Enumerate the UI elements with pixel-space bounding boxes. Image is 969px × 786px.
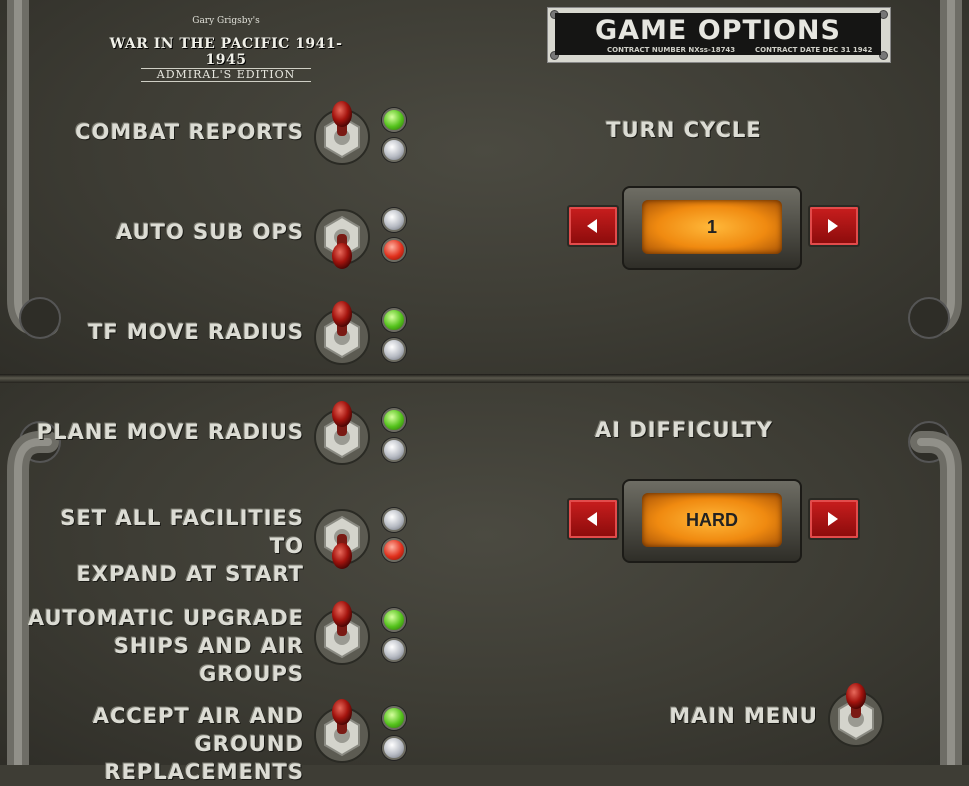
indicator-lamp-top xyxy=(382,508,406,532)
logo-edition: ADMIRAL'S EDITION xyxy=(141,68,311,82)
indicator-lamp-bottom xyxy=(382,238,406,262)
option-toggle-switch[interactable] xyxy=(312,200,372,270)
arrow-left-icon xyxy=(587,219,597,233)
option-label: AUTO SUB OPS xyxy=(20,218,304,246)
indicator-lamp-top xyxy=(382,208,406,232)
option-label-line1: COMBAT REPORTS xyxy=(75,120,304,144)
main-menu-toggle[interactable] xyxy=(826,682,886,752)
option-toggle-switch[interactable] xyxy=(312,100,372,170)
indicator-lamp-bottom xyxy=(382,736,406,760)
turn-cycle-value: 1 xyxy=(642,200,782,254)
option-label: AUTOMATIC UPGRADE SHIPS AND AIR GROUPS xyxy=(20,604,304,688)
option-label: TF MOVE RADIUS xyxy=(20,318,304,346)
contract-number: CONTRACT NUMBER NXss-18743 xyxy=(607,46,736,54)
option-label-line1: AUTO SUB OPS xyxy=(115,220,304,244)
bottom-panel xyxy=(0,382,969,765)
option-toggle-switch[interactable] xyxy=(312,400,372,470)
option-label: ACCEPT AIR AND GROUND REPLACEMENTS xyxy=(20,702,304,786)
option-label-line1: AUTOMATIC UPGRADE xyxy=(27,606,304,630)
indicator-lamp-top xyxy=(382,308,406,332)
option-toggle-switch[interactable] xyxy=(312,300,372,370)
main-menu-label: MAIN MENU xyxy=(669,704,818,728)
turn-cycle-decrease-button[interactable] xyxy=(567,205,619,247)
arrow-left-icon xyxy=(587,512,597,526)
indicator-lamp-bottom xyxy=(382,638,406,662)
option-label-line2: EXPAND AT START xyxy=(76,562,304,586)
option-label: SET ALL FACILITIES TO EXPAND AT START xyxy=(20,504,304,588)
option-label-line1: SET ALL FACILITIES TO xyxy=(60,506,304,558)
option-label-line2: SHIPS AND AIR GROUPS xyxy=(113,634,304,686)
left-top-handle xyxy=(7,0,61,339)
ai-difficulty-label: AI DIFFICULTY xyxy=(594,418,774,442)
page-title: GAME OPTIONS xyxy=(595,15,841,46)
contract-date: CONTRACT DATE DEC 31 1942 xyxy=(755,46,873,54)
arrow-right-icon xyxy=(828,219,838,233)
option-label-line1: TF MOVE RADIUS xyxy=(88,320,304,344)
screw-icon xyxy=(550,51,559,60)
panel-divider xyxy=(0,374,969,383)
ai-difficulty-display: HARD xyxy=(622,479,802,563)
turn-cycle-label: TURN CYCLE xyxy=(606,118,762,142)
option-toggle-switch[interactable] xyxy=(312,500,372,570)
indicator-lamp-top xyxy=(382,108,406,132)
indicator-lamp-bottom xyxy=(382,538,406,562)
right-bottom-handle xyxy=(908,421,962,765)
logo-title: WAR IN THE PACIFIC 1941-1945 xyxy=(109,36,343,68)
turn-cycle-increase-button[interactable] xyxy=(808,205,860,247)
indicator-lamp-top xyxy=(382,706,406,730)
indicator-lamp-bottom xyxy=(382,338,406,362)
indicator-lamp-top xyxy=(382,408,406,432)
left-bottom-handle xyxy=(6,421,61,765)
option-label: COMBAT REPORTS xyxy=(20,118,304,146)
ai-difficulty-decrease-button[interactable] xyxy=(567,498,619,540)
option-label-line1: ACCEPT AIR AND xyxy=(92,704,304,728)
option-label-line2: GROUND REPLACEMENTS xyxy=(104,732,304,784)
arrow-right-icon xyxy=(828,512,838,526)
option-toggle-switch[interactable] xyxy=(312,600,372,670)
indicator-lamp-bottom xyxy=(382,138,406,162)
logo-author: Gary Grigsby's xyxy=(192,16,260,26)
right-top-handle xyxy=(908,0,962,339)
game-logo: Gary Grigsby's WAR IN THE PACIFIC 1941-1… xyxy=(108,16,344,82)
option-toggle-switch[interactable] xyxy=(312,698,372,768)
ai-difficulty-increase-button[interactable] xyxy=(808,498,860,540)
option-label: PLANE MOVE RADIUS xyxy=(20,418,304,446)
screw-icon xyxy=(879,51,888,60)
indicator-lamp-bottom xyxy=(382,438,406,462)
title-plate: GAME OPTIONS CONTRACT NUMBER NXss-18743 … xyxy=(547,7,891,63)
ai-difficulty-value: HARD xyxy=(642,493,782,547)
option-label-line1: PLANE MOVE RADIUS xyxy=(36,420,304,444)
indicator-lamp-top xyxy=(382,608,406,632)
turn-cycle-display: 1 xyxy=(622,186,802,270)
